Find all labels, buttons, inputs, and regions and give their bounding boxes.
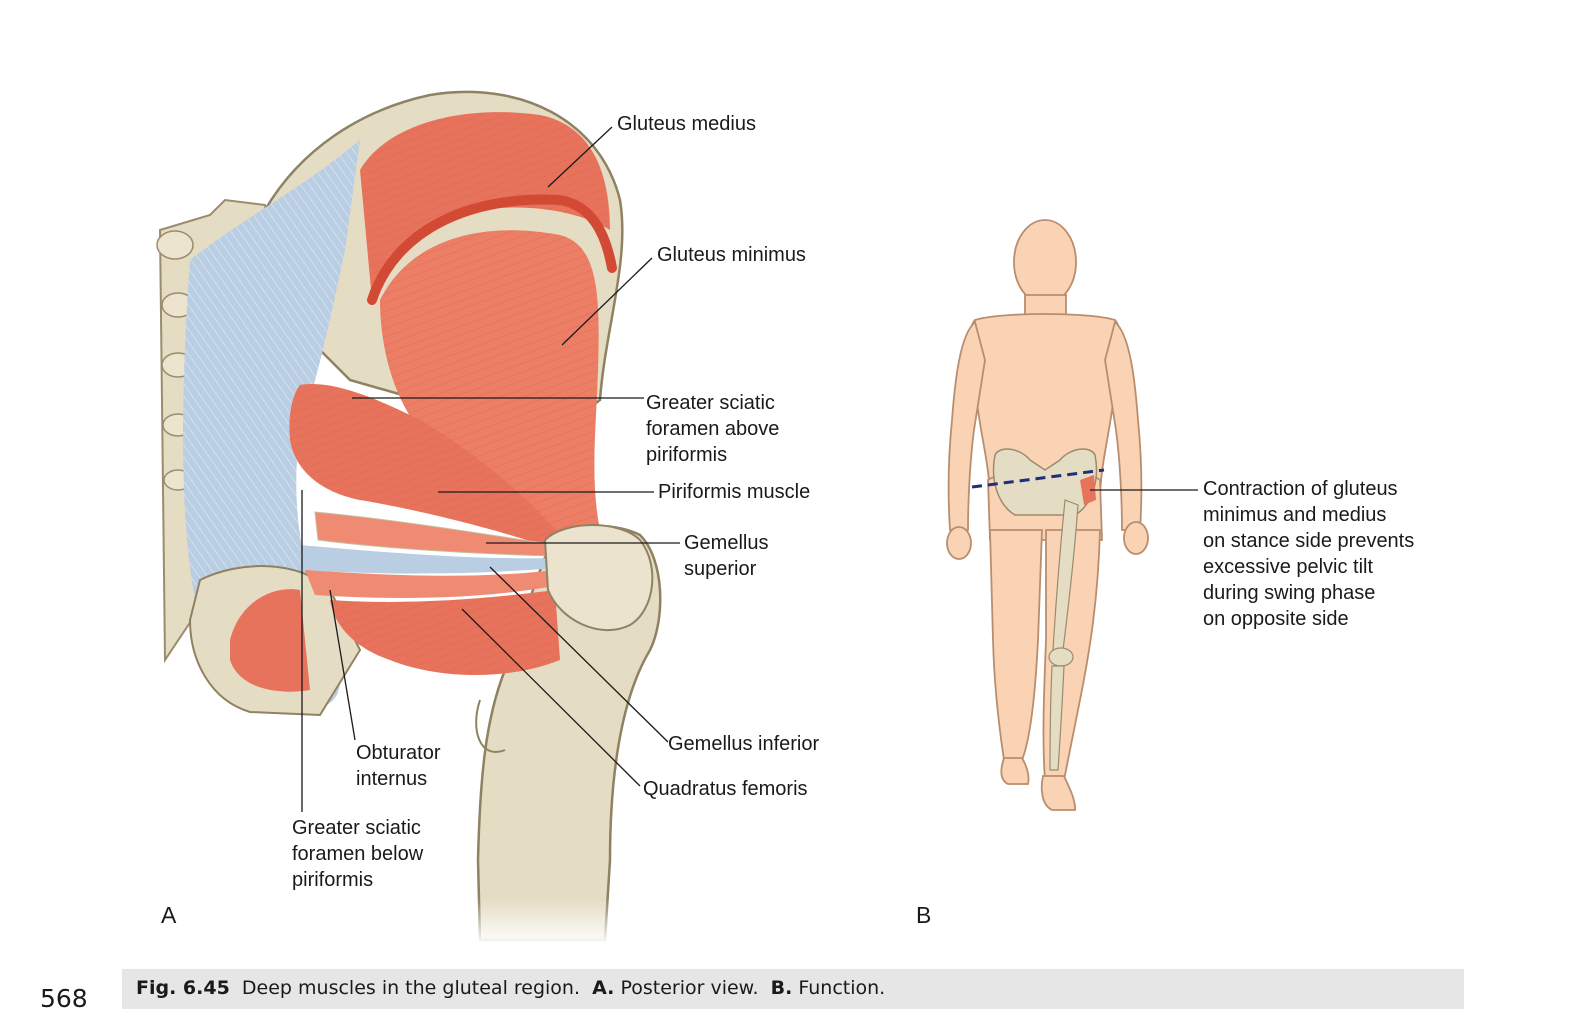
label-gemellus-inferior: Gemellus inferior [668,733,820,755]
caption-text: Deep muscles in the gluteal region. [241,977,581,999]
gemellus-inferior-muscle [305,570,560,598]
page-number: 568 [40,984,88,1013]
obturator-internus-muscle [230,589,310,692]
caption-a-label: A. [592,977,615,999]
pelvic-tilt-dashed-line [971,468,1105,489]
caption-bar: Fig. 6.45 Deep muscles in the gluteal re… [122,969,1464,1009]
panel-a-illustration [156,90,680,945]
caption-a-text: Posterior view. [620,977,759,999]
label-gluteus-medius: Gluteus medius [617,113,756,135]
figure-caption: Fig. 6.45 Deep muscles in the gluteal re… [136,977,885,999]
label-greater-sciatic-foramen-above: Greater sciatic foramen above piriformis [646,392,780,466]
panel-b-illustration [946,219,1198,811]
caption-b-text: Function. [798,977,886,999]
pelvis-bones [992,448,1098,771]
label-obturator-internus: Obturator internus [356,742,441,790]
label-gluteus-minimus: Gluteus minimus [657,244,806,266]
caption-b-label: B. [770,977,793,999]
caption-fig-number: Fig. 6.45 [136,977,230,999]
label-gemellus-superior: Gemellus superior [684,532,769,580]
label-greater-sciatic-foramen-below: Greater sciatic foramen below piriformis [292,817,424,891]
panel-letter-b: B [916,902,932,928]
panel-letter-a: A [161,902,177,928]
label-function-note: Contraction of gluteus minimus and mediu… [1203,478,1415,630]
label-quadratus-femoris: Quadratus femoris [643,778,808,800]
leader-lines-a [301,126,680,812]
label-piriformis-muscle: Piriformis muscle [658,481,811,503]
